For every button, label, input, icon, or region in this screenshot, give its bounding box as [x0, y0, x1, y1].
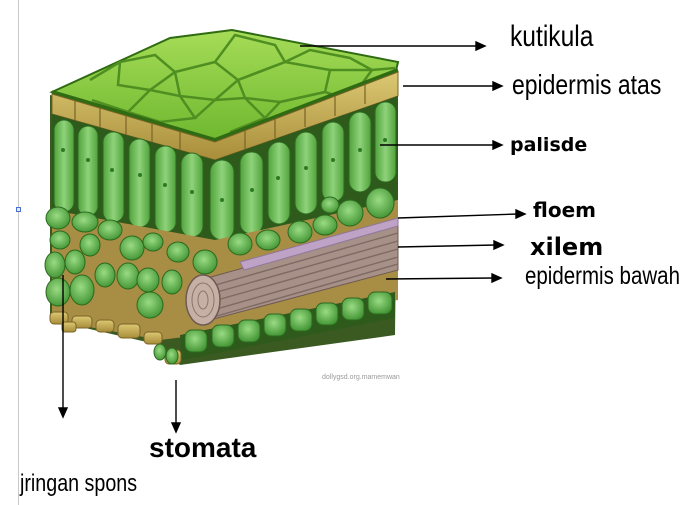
stomata-guard-cell — [153, 343, 167, 361]
label-stomata: stomata — [149, 432, 257, 463]
spongy-cells — [44, 187, 395, 319]
label-floem: floem — [533, 198, 596, 222]
xylem-vessel-lines — [202, 232, 399, 319]
vascular-bundle-end — [185, 274, 221, 326]
label-arrows — [57, 40, 527, 434]
label-xilem: xilem — [530, 233, 604, 261]
phloem-bundle — [239, 217, 399, 271]
selection-handle-icon[interactable] — [16, 207, 21, 212]
cuticle-edge — [51, 68, 399, 143]
label-jaringan-spons: jringan spons — [20, 470, 138, 497]
watermark-text: dollygsd.org.mamemwan — [322, 374, 400, 381]
label-epidermis-bawah: epidermis bawah — [525, 262, 680, 290]
label-epidermis-atas: epidermis atas — [512, 69, 662, 100]
lower-epidermis-cells — [184, 291, 393, 353]
chloroplasts — [61, 138, 387, 202]
upper-epidermis-cell-lines — [74, 84, 366, 151]
label-kutikula: kutikula — [510, 20, 594, 53]
palisade-cells — [53, 101, 397, 241]
label-palisade: palisde — [510, 134, 588, 156]
page-margin-guide — [18, 0, 19, 505]
